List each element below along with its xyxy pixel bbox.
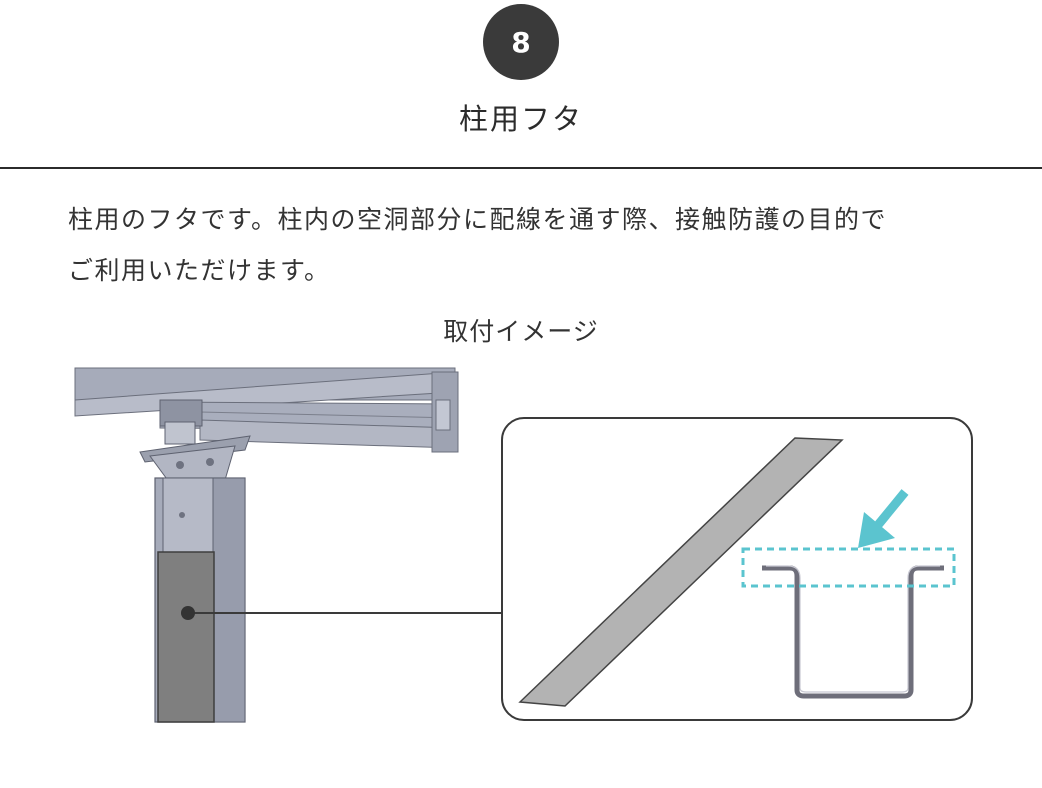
installed-cover-plate	[157, 551, 215, 723]
cover-strip	[518, 437, 844, 707]
callout-dot	[181, 606, 195, 620]
figure-caption: 取付イメージ	[443, 317, 599, 346]
pointer-arrow-icon	[858, 489, 909, 548]
description-line-1: 柱用のフタです。柱内の空洞部分に配線を通す際、接触防護の目的で	[68, 205, 888, 234]
step-number-badge: 8	[483, 4, 559, 80]
title-divider	[0, 167, 1042, 169]
product-description: 柱用のフタです。柱内の空洞部分に配線を通す際、接触防護の目的で ご利用いただけま…	[68, 194, 1008, 296]
installation-drawing	[74, 367, 973, 723]
installation-illustration	[0, 360, 1042, 740]
roof-beam	[74, 367, 459, 453]
highlight-box	[741, 547, 956, 588]
channel-section	[762, 565, 944, 699]
description-line-2: ご利用いただけます。	[68, 256, 331, 285]
page-title: 柱用フタ	[458, 102, 583, 136]
